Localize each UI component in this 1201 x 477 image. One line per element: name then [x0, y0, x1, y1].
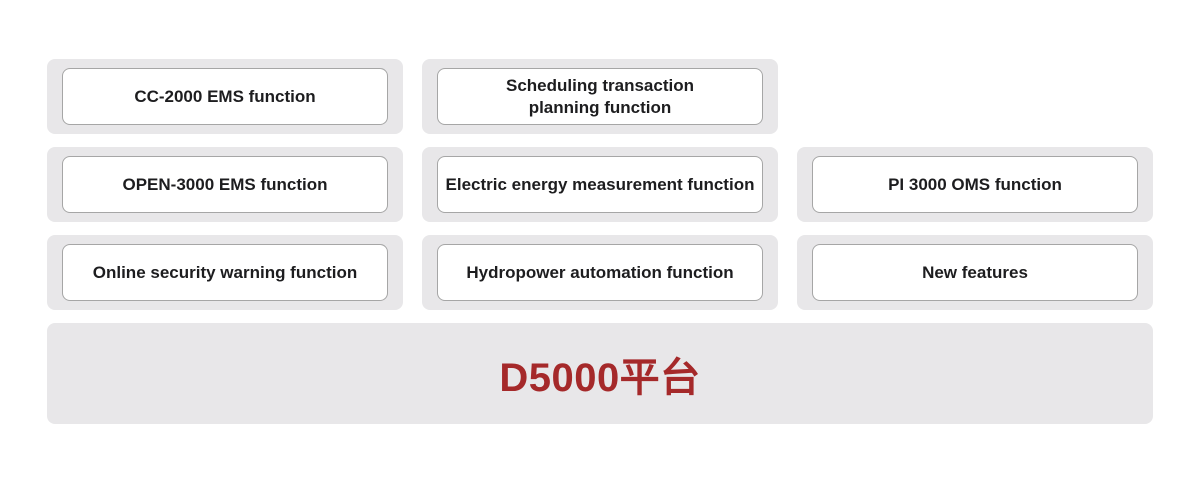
function-box-label: CC-2000 EMS function	[134, 86, 316, 106]
function-box-label: Electric energy measurement function	[445, 174, 755, 194]
function-box-inner: Electric energy measurement function	[437, 156, 763, 213]
function-box-label: New features	[922, 262, 1028, 282]
function-rows: CC-2000 EMS function Scheduling transact…	[47, 59, 1153, 310]
function-box-label: PI 3000 OMS function	[888, 174, 1062, 194]
platform-title: D5000平台	[499, 355, 701, 400]
function-box-label: Online security warning function	[92, 262, 358, 282]
function-row-2: OPEN-3000 EMS function Electric energy m…	[47, 147, 1153, 222]
function-box-cc2000: CC-2000 EMS function	[47, 59, 403, 134]
function-box-hydropower: Hydropower automation function	[422, 235, 778, 310]
function-box-inner: OPEN-3000 EMS function	[62, 156, 388, 213]
function-box-label: Hydropower automation function	[466, 262, 734, 282]
function-box-inner: New features	[812, 244, 1138, 301]
function-box-inner: Scheduling transaction planning function	[437, 68, 763, 125]
function-box-electric-energy: Electric energy measurement function	[422, 147, 778, 222]
function-row-3: Online security warning function Hydropo…	[47, 235, 1153, 310]
function-box-inner: Online security warning function	[62, 244, 388, 301]
function-box-pi3000: PI 3000 OMS function	[797, 147, 1153, 222]
function-box-inner: Hydropower automation function	[437, 244, 763, 301]
function-box-online-security: Online security warning function	[47, 235, 403, 310]
function-box-label: Scheduling transaction planning function	[506, 76, 694, 117]
function-box-label: OPEN-3000 EMS function	[122, 174, 328, 194]
function-box-inner: PI 3000 OMS function	[812, 156, 1138, 213]
function-box-new-features: New features	[797, 235, 1153, 310]
function-box-open3000: OPEN-3000 EMS function	[47, 147, 403, 222]
function-box-scheduling-transaction: Scheduling transaction planning function	[422, 59, 778, 134]
function-box-inner: CC-2000 EMS function	[62, 68, 388, 125]
function-row-1: CC-2000 EMS function Scheduling transact…	[47, 59, 1153, 134]
platform-bar: D5000平台	[47, 323, 1153, 424]
